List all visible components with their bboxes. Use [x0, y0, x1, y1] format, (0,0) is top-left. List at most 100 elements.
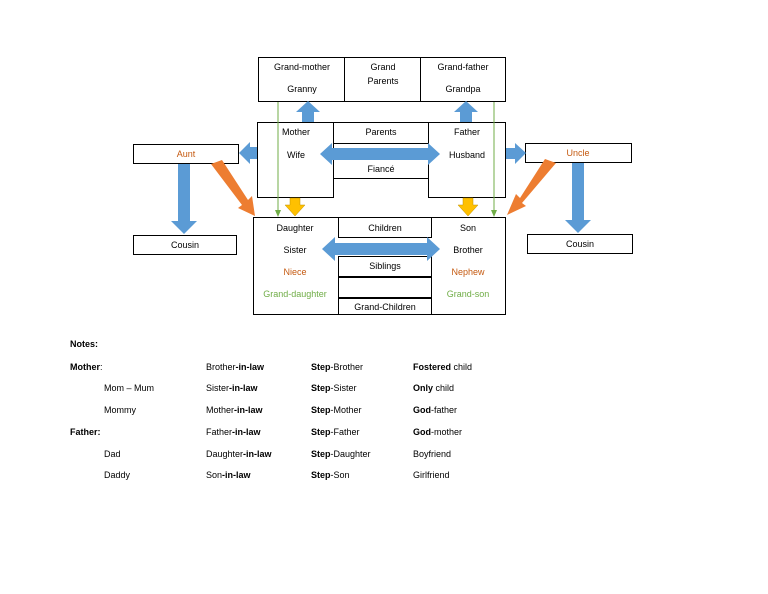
- arrow-to-aunt: [239, 142, 257, 164]
- grandpa-label: Grandpa: [445, 84, 481, 94]
- notes-col3-a: Step: [311, 362, 331, 372]
- notes-col2-b: -in-law: [222, 470, 251, 480]
- notes-col4-b: child: [451, 362, 473, 372]
- notes-col2-a: Father: [206, 427, 233, 437]
- cousin-right-box: [527, 234, 633, 254]
- wife-label: Wife: [287, 150, 305, 160]
- granddaughter-label: Grand-daughter: [263, 289, 327, 299]
- notes-col3-item: Step-Sister: [311, 383, 357, 393]
- nephew-label: Nephew: [451, 267, 485, 277]
- notes-col2-b: -in-law: [235, 362, 265, 372]
- grand-label: Grand: [370, 62, 396, 72]
- notes-daddy: Daddy: [104, 470, 131, 480]
- yellow-arrow-mother: [284, 197, 306, 217]
- notes-col3-item: Step-Mother: [311, 405, 362, 415]
- grandchildren-label: Grand-Children: [354, 302, 416, 312]
- notes-col3-b: -Mother: [330, 405, 362, 415]
- granny-label: Granny: [287, 84, 317, 94]
- notes-col2-a: Brother: [206, 362, 236, 372]
- notes-col3-item: Step-Father: [311, 427, 360, 437]
- green-arrowhead-right: [491, 210, 497, 217]
- notes-col2-item: Brother-in-law: [206, 362, 264, 372]
- orange-arrow-left: [211, 160, 255, 216]
- notes-col3-a: Step: [311, 449, 331, 459]
- empty-box: [338, 277, 432, 298]
- notes-col2-item: Father-in-law: [206, 427, 261, 437]
- husband-label: Husband: [448, 150, 486, 160]
- cousin-left-box: [133, 235, 237, 255]
- notes-col4-item: God-father: [413, 405, 457, 415]
- grandmother-label: Grand-mother: [273, 62, 331, 72]
- cousin-left-label: Cousin: [170, 240, 200, 250]
- children-label: Children: [368, 223, 402, 233]
- notes-col2-item: Mother-in-law: [206, 405, 263, 415]
- notes-col3-b: -Son: [330, 470, 350, 480]
- notes-col3-b: -Father: [330, 427, 360, 437]
- notes-mommy: Mommy: [104, 405, 136, 415]
- double-arrow-siblings: [322, 237, 440, 261]
- notes-col2-b: -in-law: [232, 427, 261, 437]
- notes-mother: Mother:: [70, 362, 103, 372]
- notes-col2-item: Son-in-law: [206, 470, 251, 480]
- notes-col3-b: -Sister: [330, 383, 357, 393]
- notes-col3-a: Step: [311, 405, 331, 415]
- notes-col4-a: Fostered: [413, 362, 452, 372]
- notes-col2-a: Mother: [206, 405, 235, 415]
- notes-col2-a: Sister: [206, 383, 230, 393]
- green-arrowhead-left: [275, 210, 281, 217]
- notes-col2-a: Son: [206, 470, 223, 480]
- notes-col4-item: Girlfriend: [413, 470, 450, 480]
- notes-col3-a: Step: [311, 470, 331, 480]
- notes-col4-b: -mother: [431, 427, 463, 437]
- notes-col3-b: -Brother: [330, 362, 364, 372]
- grandmother-box: [258, 57, 345, 102]
- uncle-label: Uncle: [566, 148, 590, 158]
- notes-mother-word: Mother: [70, 362, 100, 372]
- fiance-label: Fiancé: [367, 164, 395, 174]
- orange-arrow-right: [507, 159, 556, 215]
- notes-col3-a: Step: [311, 383, 331, 393]
- grandparents-box: [344, 57, 421, 102]
- notes-col4-a: God: [413, 427, 431, 437]
- siblings-label: Siblings: [369, 261, 401, 271]
- notes-col3-item: Step-Son: [311, 470, 350, 480]
- siblings-box: [338, 256, 432, 277]
- parents-label: Parents: [365, 127, 397, 137]
- arrow-aunt-cousin: [171, 164, 197, 234]
- notes-col4-item: Only child: [413, 383, 454, 393]
- cousin-right-label: Cousin: [565, 239, 595, 249]
- arrow-to-uncle: [506, 143, 526, 164]
- notes-col3-item: Step-Daughter: [311, 449, 371, 459]
- notes-mom-mum: Mom – Mum: [104, 383, 155, 393]
- notes-mother-colon: :: [100, 362, 103, 372]
- notes-father: Father:: [70, 427, 101, 437]
- notes-title: Notes:: [70, 339, 99, 349]
- up-arrow-mother: [296, 101, 320, 122]
- niece-label: Niece: [283, 267, 307, 277]
- double-arrow-parents: [320, 143, 440, 165]
- grandfather-box: [420, 57, 506, 102]
- notes-col2-item: Daughter-in-law: [206, 449, 272, 459]
- notes-col4-item: God-mother: [413, 427, 462, 437]
- notes-col4-b: child: [433, 383, 455, 393]
- notes-col2-b: -in-law: [229, 383, 258, 393]
- sister-label: Sister: [283, 245, 307, 255]
- mother-label: Mother: [281, 127, 311, 137]
- notes-col4-b: -father: [431, 405, 458, 415]
- son-label: Son: [459, 223, 477, 233]
- arrow-uncle-cousin: [565, 163, 591, 233]
- notes-col2-b: -in-law: [243, 449, 272, 459]
- notes-dad: Dad: [104, 449, 121, 459]
- notes-col3-item: Step-Brother: [311, 362, 363, 372]
- notes-col4-a: Only: [413, 383, 434, 393]
- aunt-box: [133, 144, 239, 164]
- notes-col4-b: Girlfriend: [413, 470, 450, 480]
- grandchildren-box: [338, 298, 432, 315]
- notes-col4-b: Boyfriend: [413, 449, 452, 459]
- notes-col2-item: Sister-in-law: [206, 383, 258, 393]
- up-arrow-father: [454, 101, 478, 122]
- notes-col3-a: Step: [311, 427, 331, 437]
- notes-col4-item: Fostered child: [413, 362, 472, 372]
- grandfather-label: Grand-father: [437, 62, 489, 72]
